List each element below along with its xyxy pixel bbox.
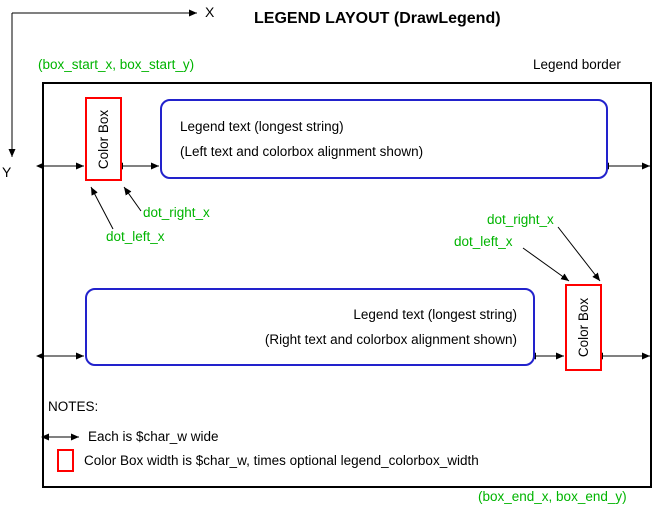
notes-heading: NOTES:	[48, 399, 99, 414]
color-box-bottom-label: Color Box	[576, 297, 591, 358]
legend-text-bottom-line2: (Right text and colorbox alignment shown…	[264, 332, 517, 347]
legend-text-top-line1: Legend text (longest string)	[180, 119, 344, 134]
box-end-label: (box_end_x, box_end_y)	[478, 489, 627, 504]
notes-colorbox-sample	[57, 449, 74, 472]
legend-text-box-bottom: Legend text (longest string) (Right text…	[85, 288, 535, 366]
diagram-title: LEGEND LAYOUT (DrawLegend)	[254, 10, 501, 27]
color-box-top: Color Box	[85, 97, 122, 181]
box-start-label: (box_start_x, box_start_y)	[38, 57, 195, 72]
dot-right-x-label-top: dot_right_x	[143, 205, 210, 220]
legend-text-box-top: Legend text (longest string) (Left text …	[160, 99, 608, 179]
color-box-top-label: Color Box	[96, 109, 111, 169]
y-axis-label: Y	[2, 164, 12, 180]
legend-text-top-line2: (Left text and colorbox alignment shown)	[180, 144, 424, 159]
legend-text-bottom-line1: Legend text (longest string)	[353, 307, 517, 322]
dot-right-x-label-bottom: dot_right_x	[487, 212, 554, 227]
notes-colorbox-text: Color Box width is $char_w, times option…	[84, 453, 479, 468]
legend-border-label: Legend border	[533, 57, 621, 72]
dot-left-x-label-bottom: dot_left_x	[454, 234, 513, 249]
x-axis-label: X	[205, 4, 215, 20]
notes-arrow-text: Each is $char_w wide	[88, 429, 219, 444]
color-box-bottom: Color Box	[565, 284, 602, 371]
dot-left-x-label-top: dot_left_x	[106, 229, 165, 244]
legend-border-rect	[42, 82, 652, 488]
